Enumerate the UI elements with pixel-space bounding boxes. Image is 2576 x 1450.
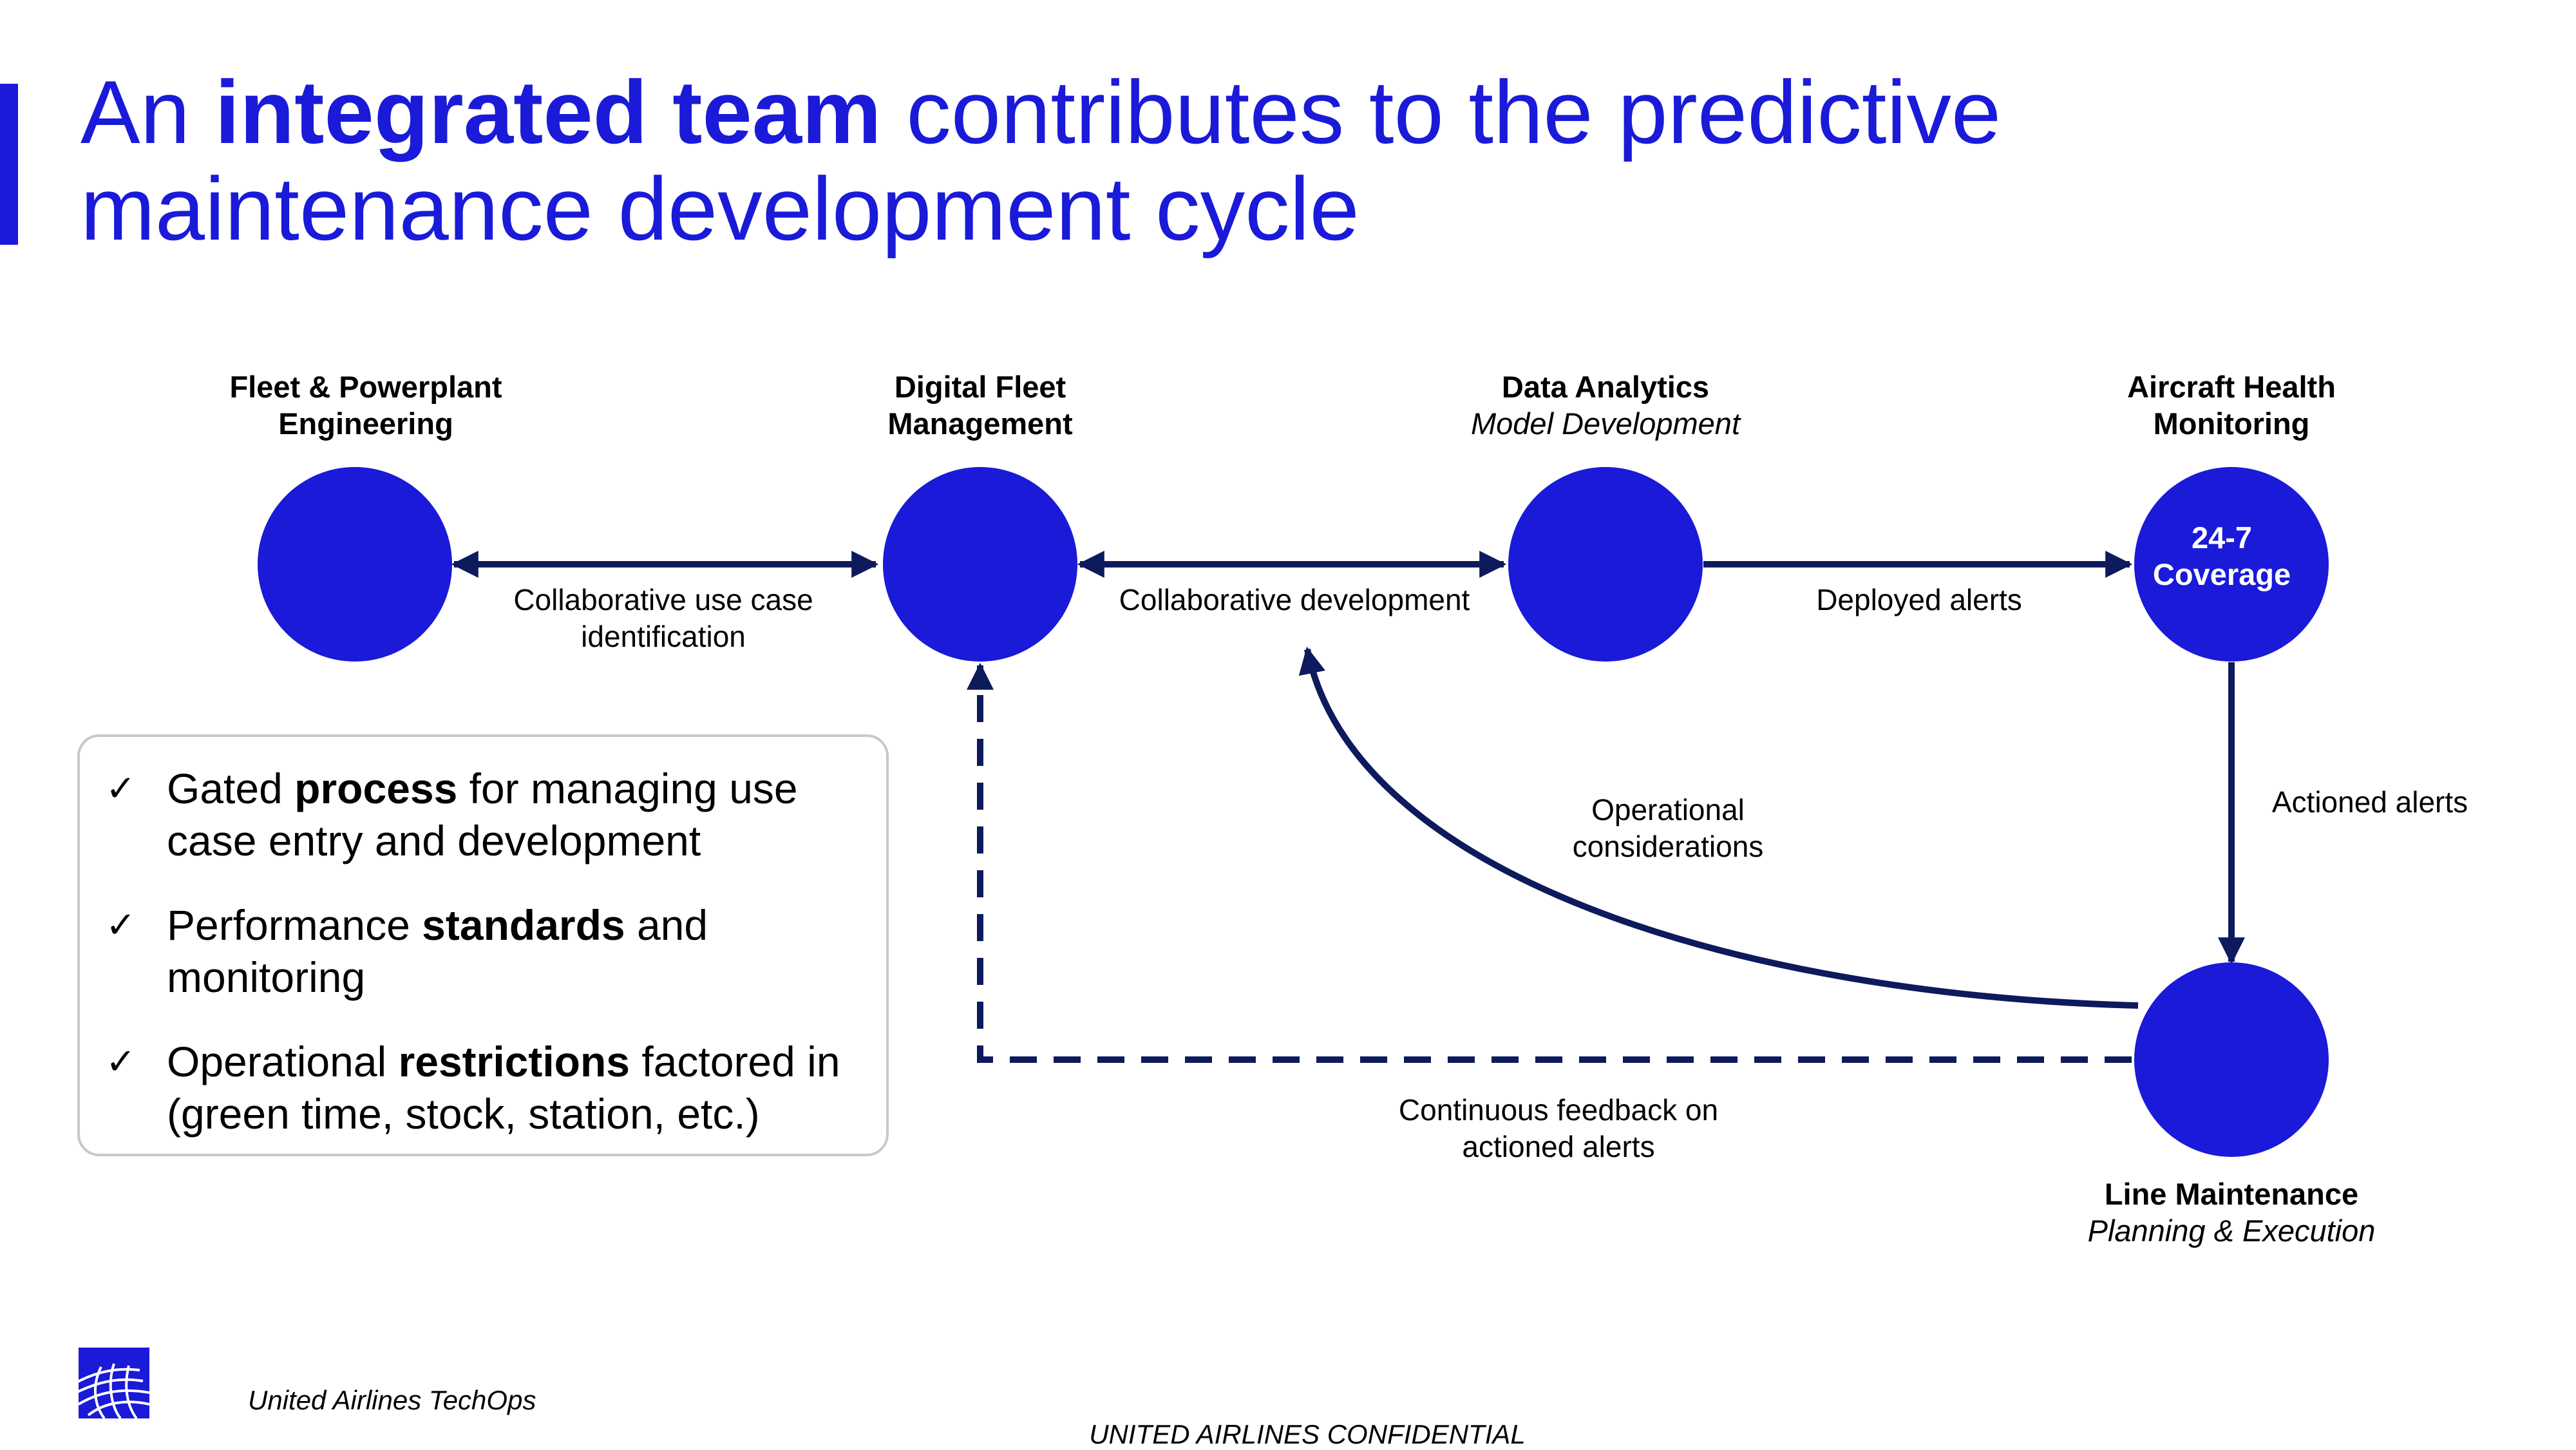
title-accent-bar — [0, 84, 18, 245]
node-fleet-engineering-label: Fleet & Powerplant Engineering — [173, 368, 559, 442]
node-title: Aircraft Health Monitoring — [2127, 370, 2336, 441]
bullet-item: ✓Gated process for managing use case ent… — [106, 763, 862, 867]
edge-feedback-arrow — [967, 662, 2132, 1063]
title-part2: contributes to the predictive maintenanc… — [80, 62, 2002, 259]
footer-company-label: United Airlines TechOps — [248, 1385, 536, 1415]
footer-confidential-label: UNITED AIRLINES CONFIDENTIAL — [1089, 1419, 1526, 1449]
node-digital-fleet-circle — [883, 467, 1077, 662]
coverage-text: 24-7 Coverage — [2152, 520, 2291, 591]
title-bold: integrated team — [214, 62, 882, 162]
node-digital-fleet-label: Digital Fleet Management — [787, 368, 1173, 442]
node-health-monitoring-circle — [2134, 467, 2329, 662]
edge-feedback-label: Continuous feedback on actioned alerts — [1398, 1093, 1719, 1163]
check-icon: ✓ — [106, 1041, 136, 1083]
node-title: Fleet & Powerplant Engineering — [229, 370, 502, 441]
node-title: Line Maintenance — [2104, 1177, 2359, 1211]
node-title: Data Analytics — [1501, 370, 1710, 404]
edge-actioned-label: Actioned alerts — [2271, 785, 2468, 819]
node-subtitle: Planning & Execution — [2087, 1214, 2376, 1248]
edge-use-case-label: Collaborative use case identification — [513, 583, 813, 653]
page-title: An integrated team contributes to the pr… — [80, 64, 2528, 258]
node-data-analytics-label: Data Analytics Model Development — [1412, 368, 1799, 442]
node-title: Digital Fleet Management — [887, 370, 1073, 441]
bullet-item: ✓Performance standards and monitoring — [106, 899, 862, 1004]
edge-operational-label: Operational considerations — [1572, 793, 1764, 863]
edge-development-label: Collaborative development — [1119, 583, 1470, 616]
bullet-item: ✓Operational restrictions factored in (g… — [106, 1036, 862, 1140]
edge-deployed-label: Deployed alerts — [1816, 583, 2022, 616]
check-icon: ✓ — [106, 768, 136, 810]
node-subtitle: Model Development — [1471, 406, 1740, 441]
title-part1: An — [80, 62, 215, 162]
globe-logo-icon — [79, 1348, 149, 1418]
check-icon: ✓ — [106, 904, 136, 946]
node-health-monitoring-label: Aircraft Health Monitoring — [2038, 368, 2425, 442]
node-line-maintenance-label: Line Maintenance Planning & Execution — [2038, 1176, 2425, 1249]
edge-operational-arrow — [1298, 646, 2139, 1009]
node-data-analytics-circle — [1508, 467, 1703, 662]
node-fleet-engineering-circle — [258, 467, 452, 662]
process-highlights-box: ✓Gated process for managing use case ent… — [77, 734, 889, 1156]
node-line-maintenance-circle — [2134, 962, 2329, 1157]
